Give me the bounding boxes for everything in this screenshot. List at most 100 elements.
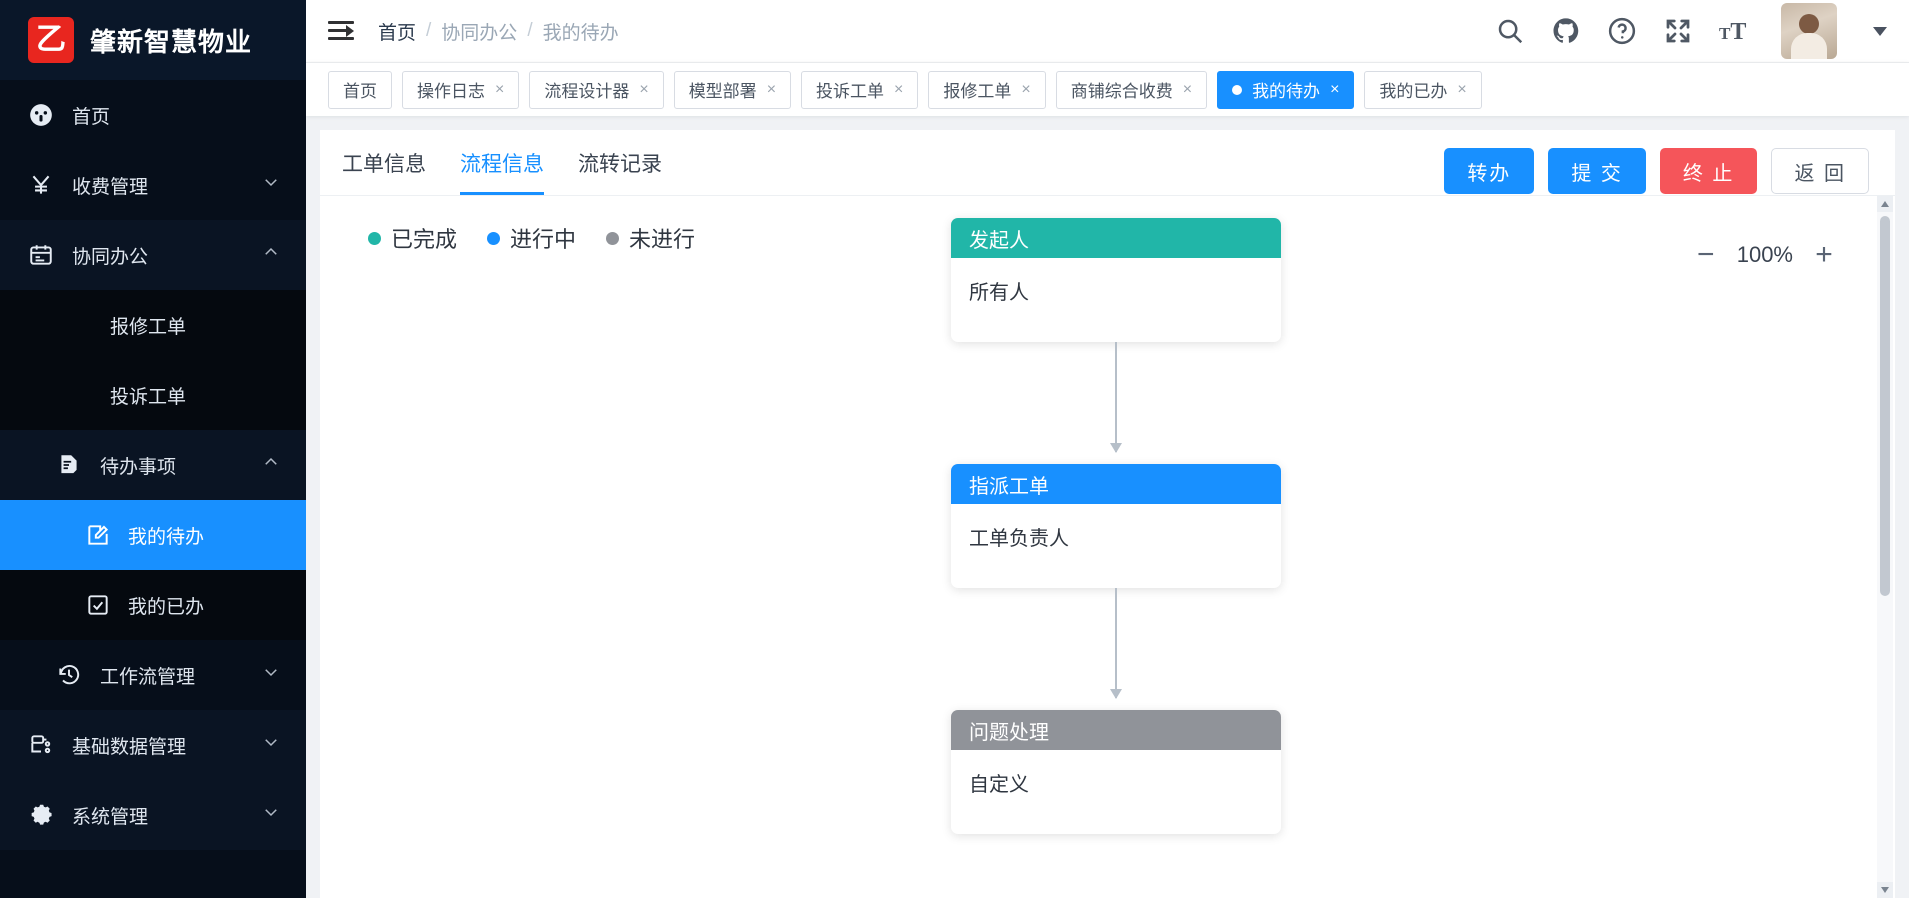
sidebar-item-basic-data-management[interactable]: 基础数据管理 (0, 710, 306, 780)
flow-node-initiator[interactable]: 发起人 所有人 (951, 218, 1281, 342)
sidebar-item-complaint-order[interactable]: 投诉工单 (0, 360, 306, 430)
close-icon[interactable]: × (894, 80, 904, 98)
breadcrumb-item-2[interactable]: 我的待办 (542, 22, 619, 44)
fullscreen-icon[interactable] (1663, 16, 1693, 46)
help-circle-icon[interactable] (1607, 16, 1637, 46)
close-icon[interactable]: × (1182, 80, 1193, 98)
content-tab-label: 流转记录 (578, 153, 662, 176)
sidebar-item-system-management[interactable]: 系统管理 (0, 780, 306, 850)
tab-model-deploy[interactable]: 模型部署 × (673, 70, 792, 109)
tab-transfer-record[interactable]: 流转记录 (578, 148, 662, 195)
breadcrumb-item-1[interactable]: 协同办公 (441, 22, 518, 44)
legend-label: 进行中 (510, 227, 577, 252)
legend-label: 未进行 (629, 227, 696, 252)
tab-strip: 首页 操作日志 × 流程设计器 × 模型部署 × 投诉工单 × 报修工单 × (306, 62, 1909, 116)
scroll-down-arrow-icon[interactable] (1877, 882, 1893, 898)
terminate-button[interactable]: 终 止 (1659, 148, 1758, 194)
tab-label: 报修工单 (943, 82, 1012, 101)
legend-swatch (606, 231, 620, 245)
chevron-down-icon[interactable] (1873, 26, 1887, 36)
content-tab-label: 流程信息 (460, 153, 544, 176)
detail-card: 工单信息 流程信息 流转记录 转办 提 交 终 止 返 回 (320, 130, 1895, 898)
tab-process-info[interactable]: 流程信息 (460, 148, 544, 195)
sidebar-item-label: 协同办公 (72, 246, 149, 268)
flow-connector-1 (1110, 342, 1122, 453)
submit-button[interactable]: 提 交 (1548, 148, 1646, 194)
sidebar-item-workflow-management[interactable]: 工作流管理 (0, 640, 306, 710)
sidebar-item-label: 系统管理 (72, 806, 149, 828)
transfer-button[interactable]: 转办 (1444, 148, 1535, 194)
chevron-down-icon (262, 733, 280, 757)
legend-label: 已完成 (391, 227, 458, 252)
scroll-up-arrow-icon[interactable] (1877, 196, 1893, 212)
zoom-in-button[interactable]: + (1815, 238, 1833, 271)
sidebar-item-home[interactable]: 首页 (0, 80, 306, 150)
sidebar-item-repair-order[interactable]: 报修工单 (0, 290, 306, 360)
github-icon[interactable] (1551, 16, 1581, 46)
vertical-scrollbar[interactable] (1877, 196, 1893, 898)
top-header: 首页 / 协同办公 / 我的待办 (306, 0, 1909, 62)
tab-my-done[interactable]: 我的已办 × (1364, 70, 1482, 109)
dashboard-icon (24, 102, 58, 128)
close-icon[interactable]: × (766, 80, 777, 98)
gear-icon (24, 801, 58, 829)
tab-home[interactable]: 首页 (328, 70, 392, 109)
tab-label: 流程设计器 (544, 82, 630, 101)
close-icon[interactable]: × (1457, 80, 1467, 98)
flow-node-title: 指派工单 (951, 464, 1281, 504)
sidebar-item-label: 首页 (72, 106, 111, 128)
tab-repair-order[interactable]: 报修工单 × (928, 70, 1046, 109)
search-icon[interactable] (1495, 16, 1525, 46)
card-header: 工单信息 流程信息 流转记录 转办 提 交 终 止 返 回 (320, 130, 1895, 195)
calendar-icon (24, 242, 58, 268)
sidebar-item-fee-management[interactable]: 收费管理 (0, 150, 306, 220)
sidebar-item-todo-matters[interactable]: 待办事项 (0, 430, 306, 500)
avatar[interactable] (1781, 3, 1837, 59)
close-icon[interactable]: × (639, 80, 649, 98)
action-buttons: 转办 提 交 终 止 返 回 (1444, 148, 1873, 194)
sidebar-item-label: 报修工单 (110, 316, 187, 338)
tab-complaint-order[interactable]: 投诉工单 × (801, 70, 919, 109)
chevron-down-icon (262, 803, 280, 827)
tab-operation-log[interactable]: 操作日志 × (402, 70, 520, 109)
tab-order-info[interactable]: 工单信息 (342, 148, 426, 195)
svg-text:T: T (1719, 24, 1731, 43)
scrollbar-thumb[interactable] (1880, 216, 1890, 596)
close-icon[interactable]: × (1021, 80, 1031, 98)
tab-label: 商铺综合收费 (1070, 82, 1173, 101)
tab-label: 操作日志 (417, 82, 485, 101)
yen-icon (24, 172, 58, 198)
sidebar-item-label: 投诉工单 (110, 386, 187, 408)
flow-node-assign-order[interactable]: 指派工单 工单负责人 (951, 464, 1281, 588)
font-size-icon[interactable]: T T (1719, 16, 1751, 46)
tab-label: 投诉工单 (816, 82, 885, 101)
flow-node-body: 自定义 (969, 774, 1029, 796)
todo-doc-icon (52, 452, 86, 478)
tab-process-designer[interactable]: 流程设计器 × (529, 70, 664, 109)
tab-my-todo[interactable]: 我的待办 × (1217, 70, 1355, 109)
tab-label: 首页 (343, 82, 377, 101)
flow-node-problem-handling[interactable]: 问题处理 自定义 (951, 710, 1281, 834)
process-canvas: 已完成 进行中 未进行 发起人 (320, 195, 1895, 898)
active-dot-icon (1232, 84, 1243, 95)
content-tab-label: 工单信息 (342, 153, 426, 176)
sidebar-item-my-todo[interactable]: 我的待办 (0, 500, 306, 570)
header-tools: T T (1495, 3, 1887, 59)
legend-item-inprogress: 进行中 (487, 222, 576, 254)
svg-text:T: T (1730, 19, 1746, 45)
status-legend: 已完成 进行中 未进行 (320, 196, 1895, 254)
close-icon[interactable]: × (495, 80, 505, 98)
tab-shop-fee[interactable]: 商铺综合收费 × (1055, 70, 1208, 109)
breadcrumb-item-0[interactable]: 首页 (378, 22, 417, 44)
hamburger-collapse-icon[interactable] (328, 21, 354, 41)
sidebar-item-label: 工作流管理 (100, 666, 196, 688)
brand-logo[interactable]: 乙 肇新智慧物业 (0, 0, 306, 80)
close-icon[interactable]: × (1330, 80, 1340, 98)
back-button[interactable]: 返 回 (1771, 148, 1869, 194)
sidebar-item-my-done[interactable]: 我的已办 (0, 570, 306, 640)
breadcrumb-separator: / (426, 20, 432, 41)
zoom-out-button[interactable]: − (1696, 238, 1715, 271)
sidebar-nav: 首页 收费管理 协同 (0, 80, 306, 850)
sidebar-item-collaborative-office[interactable]: 协同办公 (0, 220, 306, 290)
zoom-control: − 100% + (1689, 238, 1841, 272)
